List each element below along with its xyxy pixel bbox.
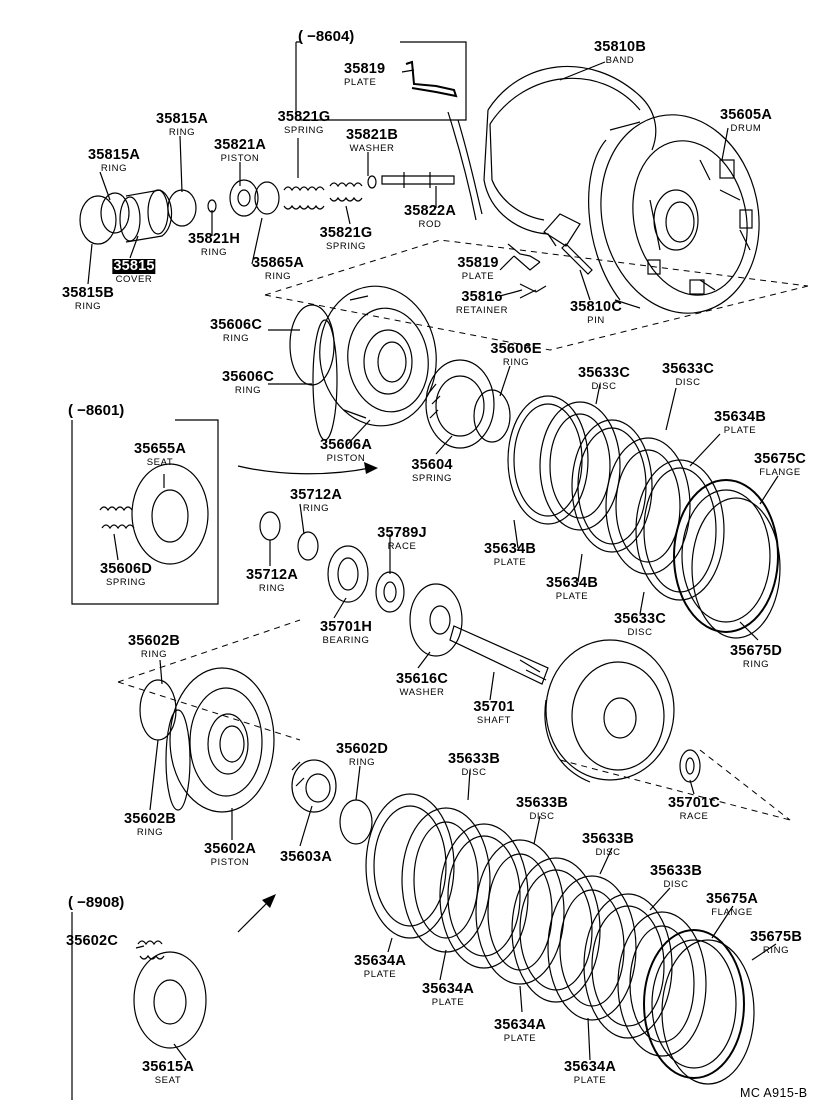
- washer-35616C-drawing: [409, 583, 463, 657]
- leader-lines: [87, 61, 779, 1061]
- pin-35810C-drawing: [561, 243, 593, 275]
- rod-35822A-drawing: [381, 172, 455, 188]
- box-8601: [71, 419, 219, 605]
- box-header-8601: ( −8601): [68, 402, 125, 419]
- piston-35602A-drawing: [139, 667, 275, 813]
- bearing-35701H-drawing: [327, 545, 405, 613]
- clutch-pack-B-drawing: [365, 793, 755, 1085]
- drum-35605A-drawing: [588, 114, 760, 314]
- clutch-pack-C-drawing: [507, 395, 781, 639]
- clutch-drum-drawing: [544, 639, 675, 783]
- piston-35606A-drawing: [289, 285, 437, 441]
- label-35603A: 35603A: [280, 849, 332, 865]
- race-35701C-drawing: [679, 749, 701, 783]
- box-8604: [295, 41, 467, 121]
- ring-35606E-drawing: [473, 389, 511, 443]
- spring-35604-drawing: [425, 359, 495, 449]
- label-35602C: 35602C: [66, 933, 118, 949]
- shaft-35701-drawing: [449, 625, 549, 685]
- plate-retainer-mid-drawing: [507, 243, 547, 299]
- diagram-code: MC A915-B: [740, 1086, 808, 1100]
- spring-35603A-drawing: [291, 759, 337, 813]
- ring-35602D-drawing: [339, 799, 373, 845]
- box-header-8908: ( −8908): [68, 894, 125, 911]
- servo-parts-drawing: [79, 175, 377, 245]
- band-35810B-drawing: [447, 65, 657, 247]
- seat-35615A-drawing: [133, 940, 207, 1049]
- rings-35712A-drawing: [259, 511, 319, 561]
- seat-35655A-drawing: [99, 463, 209, 565]
- box-header-8604: ( −8604): [298, 28, 355, 45]
- plate-35819-top-drawing: [401, 60, 458, 98]
